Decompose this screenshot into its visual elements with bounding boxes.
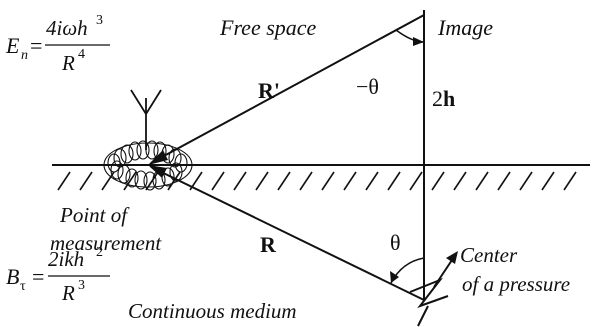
svg-text:n: n: [21, 48, 28, 63]
svg-text:4: 4: [78, 47, 85, 62]
svg-text:=: =: [32, 264, 44, 289]
vector-r-prime: [150, 14, 425, 164]
pressure-center-icon: [409, 251, 458, 327]
svg-text:2ikh: 2ikh: [48, 247, 84, 271]
label-image: Image: [437, 15, 493, 40]
svg-text:2: 2: [96, 245, 103, 260]
svg-text:3: 3: [78, 278, 85, 293]
arrowhead-r: [148, 165, 167, 178]
arrowhead-minus-theta: [413, 37, 424, 46]
label-minus-theta: −θ: [356, 74, 379, 99]
label-of-a-pressure: of a pressure: [462, 272, 570, 296]
label-center: Center: [460, 243, 518, 267]
vector-r: [150, 166, 425, 301]
antenna-icon: [130, 89, 162, 150]
label-r: R: [260, 232, 277, 257]
label-point-of: Point of: [59, 203, 130, 227]
svg-text:=: =: [30, 33, 42, 58]
arrowhead-theta: [390, 271, 399, 283]
label-theta: θ: [390, 230, 401, 255]
label-r-prime: R': [258, 78, 280, 103]
svg-text:B: B: [6, 264, 19, 289]
svg-text:R: R: [61, 281, 75, 305]
svg-text:R: R: [61, 51, 75, 75]
svg-text:E: E: [5, 33, 20, 58]
formula-en: E n = 4iωh 3 R 4: [5, 13, 110, 75]
label-continuous-medium: Continuous medium: [128, 299, 297, 323]
ground-hatching: [57, 171, 577, 191]
svg-text:3: 3: [96, 13, 103, 28]
label-2h: 2h: [432, 86, 455, 111]
svg-text:4iωh: 4iωh: [46, 16, 88, 40]
formula-bt: B τ = 2ikh 2 R 3: [6, 245, 110, 305]
label-free-space: Free space: [219, 15, 317, 40]
arrowhead-r-prime: [148, 150, 168, 165]
label-measurement: measurement: [50, 231, 162, 255]
svg-text:τ: τ: [20, 279, 26, 294]
